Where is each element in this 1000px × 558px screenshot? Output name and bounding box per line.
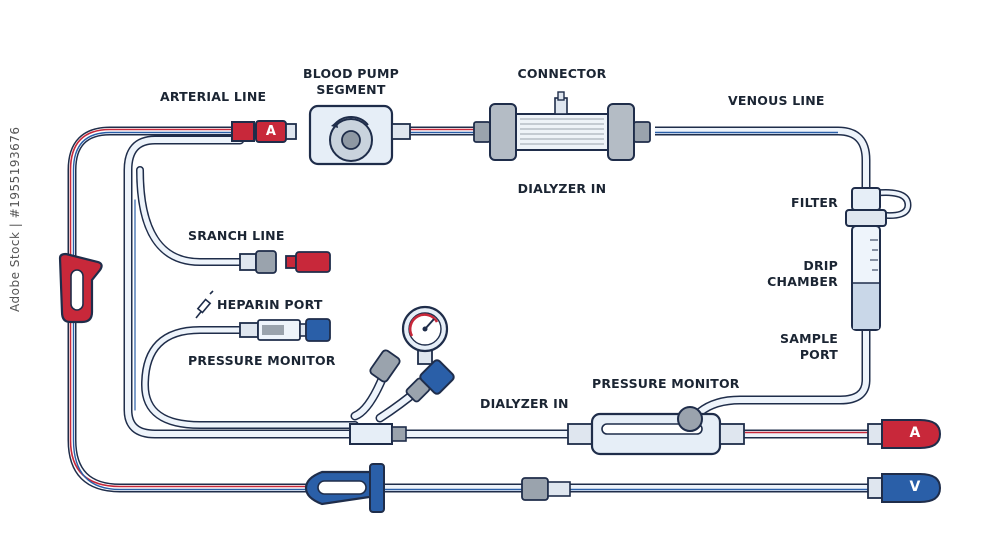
inner-return-tube <box>123 135 365 439</box>
arterial-end-connector[interactable] <box>867 419 942 449</box>
drip-chamber-filter[interactable] <box>845 187 912 331</box>
label-drip-1: DRIP <box>803 258 838 273</box>
label-blood-pump-1: BLOOD PUMP <box>303 66 399 81</box>
venous-inline-connector[interactable] <box>521 477 571 501</box>
label-pressure-monitor-left: PRESSURE MONITOR <box>188 353 336 368</box>
branch-line-connector[interactable] <box>239 250 277 274</box>
y-junction <box>349 423 407 445</box>
tube-clamp-blue[interactable] <box>304 463 385 513</box>
label-connector: CONNECTOR <box>517 66 607 81</box>
heparin-line-tube <box>140 326 359 429</box>
label-dialyzer-in-top: DIALYZER IN <box>517 181 607 196</box>
blue-port-cap[interactable] <box>405 359 455 403</box>
pressure-gauge[interactable] <box>401 305 449 365</box>
label-branch-line: SRANCH LINE <box>188 228 285 243</box>
label-dialyzer-in-bottom: DIALYZER IN <box>480 396 569 411</box>
gauge-line-connector[interactable] <box>369 349 401 383</box>
label-venous-line: VENOUS LINE <box>728 93 825 108</box>
arterial-connector-top[interactable] <box>231 120 297 143</box>
venous-end-mark: V <box>909 479 921 495</box>
stock-watermark: Adobe Stock | #1955193676 <box>8 126 22 312</box>
outer-loop-tubing <box>67 126 327 493</box>
label-sample-2: PORT <box>799 347 838 362</box>
label-filter: FILTER <box>791 195 838 210</box>
branch-line-tube <box>136 166 244 266</box>
venous-line-tube <box>655 126 871 190</box>
tube-clamp-red[interactable] <box>58 252 103 324</box>
bottom-pressure-monitor[interactable] <box>567 406 745 456</box>
dialyzer-cartridge[interactable] <box>473 91 651 161</box>
heparin-syringe-port[interactable] <box>239 318 331 342</box>
venous-end-connector[interactable] <box>867 473 942 503</box>
label-arterial-line: ARTERIAL LINE <box>160 89 267 104</box>
blood-pump-segment[interactable] <box>308 104 411 166</box>
label-drip-2: CHAMBER <box>767 274 838 289</box>
bottom-venous-tube <box>380 483 880 493</box>
arterial-top-mark: A <box>265 124 277 139</box>
syringe-icon <box>195 290 214 319</box>
label-sample-1: SAMPLE <box>780 331 838 346</box>
label-blood-pump-2: SEGMENT <box>316 82 386 97</box>
label-heparin-port: HEPARIN PORT <box>217 297 323 312</box>
pump-to-dialyzer-tube <box>410 126 478 136</box>
label-pressure-monitor-bottom: PRESSURE MONITOR <box>592 376 740 391</box>
arterial-end-mark: A <box>909 425 921 441</box>
branch-line-cap-red[interactable] <box>285 251 331 273</box>
sample-port-tube <box>697 330 871 416</box>
